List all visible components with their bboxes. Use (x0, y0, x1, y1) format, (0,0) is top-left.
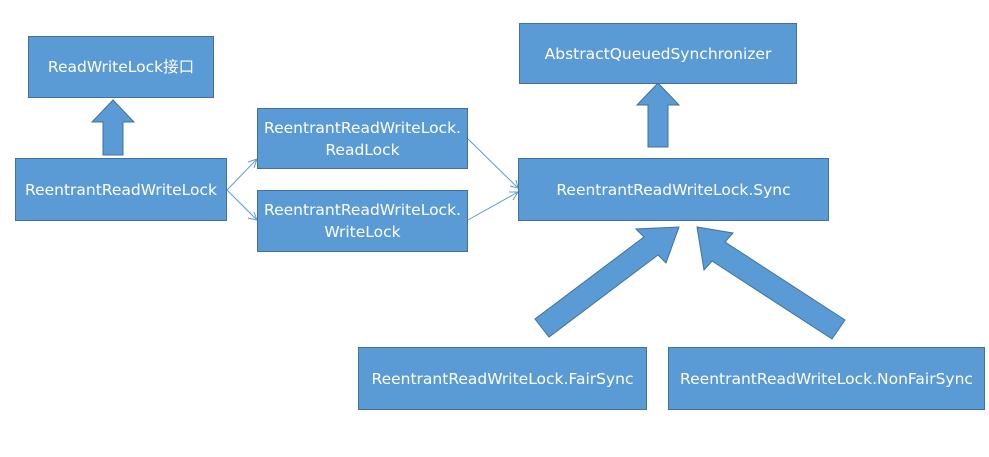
node-label: AbstractQueuedSynchronizer (544, 44, 772, 63)
node-readwritelock-interface: ReadWriteLock接口 (28, 36, 214, 98)
connector-readlock-to-sync (467, 138, 519, 189)
node-label-line-1: ReentrantReadWriteLock. (264, 118, 461, 137)
node-reentrant-read-write-lock: ReentrantReadWriteLock (15, 158, 227, 221)
node-fairsync: ReentrantReadWriteLock.FairSync (358, 347, 647, 410)
inherit-arrow-rrwl-to-interface (90, 99, 136, 156)
node-label: ReentrantReadWriteLock.Sync (556, 180, 791, 199)
inherit-arrow-fairsync-to-sync (534, 226, 680, 338)
node-label-line-1: ReentrantReadWriteLock. (264, 201, 461, 219)
inherit-arrow-sync-to-aqs (635, 82, 681, 148)
node-label: ReadWriteLock接口 (47, 58, 195, 76)
connector-rrwl-to-readlock (226, 158, 258, 191)
node-nonfairsync: ReentrantReadWriteLock.NonFairSync (668, 347, 985, 410)
connector-writelock-to-sync (467, 191, 519, 221)
node-label: ReentrantReadWriteLock (24, 180, 218, 199)
node-label: ReentrantReadWriteLock.NonFairSync (680, 369, 973, 388)
node-abstract-queued-synchronizer: AbstractQueuedSynchronizer (519, 23, 797, 84)
node-label-line-2: ReadLock (325, 140, 400, 159)
node-label-line-2: WriteLock (324, 223, 401, 241)
node-sync: ReentrantReadWriteLock.Sync (518, 158, 829, 221)
node-writelock: ReentrantReadWriteLock. WriteLock (257, 190, 468, 252)
connector-rrwl-to-writelock (226, 189, 258, 221)
node-readlock: ReentrantReadWriteLock. ReadLock (257, 108, 468, 169)
inherit-arrow-nonfairsync-to-sync (696, 226, 846, 340)
node-label: ReentrantReadWriteLock.FairSync (371, 369, 634, 388)
